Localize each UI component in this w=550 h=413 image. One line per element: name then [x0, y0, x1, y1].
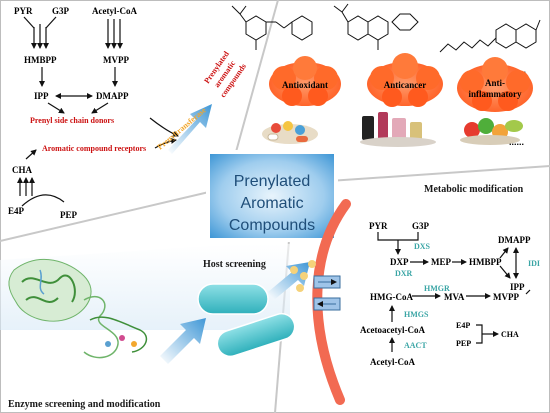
br-cha-label: CHA	[501, 330, 519, 339]
panel-host-enzyme: Host screening Enzyme screening and modi…	[0, 244, 310, 410]
panel-bioactivities: ...... Antioxidant Anticancer Anti- infl…	[231, 3, 541, 147]
tl-acetylcoa-label: Acetyl-CoA	[92, 6, 137, 16]
tl-arrow-receptor-to-enzyme	[154, 137, 177, 149]
br-hmgr-label: HMGR	[424, 284, 450, 293]
br-dxr-label: DXR	[395, 269, 413, 278]
transporter-upper	[313, 275, 341, 289]
cloud-anti-inflammatory-line1: Anti-	[485, 78, 505, 88]
tl-arrow-ipp-donor	[47, 102, 65, 114]
molecule-3-structure	[439, 19, 541, 53]
br-dxs-label: DXS	[414, 242, 431, 251]
tl-e4p-label: E4P	[8, 206, 25, 216]
center-box-fill	[210, 154, 334, 238]
host-screening-label: Host screening	[203, 259, 266, 270]
tl-arrow-pyr	[23, 16, 35, 29]
br-dmapp-label: DMAPP	[498, 235, 531, 245]
enzyme-screening-title: Enzyme screening and modification	[8, 399, 161, 410]
br-hmgs-label: HMGS	[404, 310, 429, 319]
molecule-1-structure	[231, 5, 313, 50]
host-cell-rod-2	[216, 312, 296, 358]
metabolic-title: Metabolic modification	[424, 184, 524, 195]
tl-pyr-label: PYR	[14, 6, 33, 16]
br-arrow-hmbpp-ipp	[499, 265, 511, 279]
center-title-box: Prenylated Aromatic Compounds	[206, 150, 338, 242]
br-hmgcoa-label: HMG-CoA	[370, 292, 413, 302]
tl-prenyl-donors-label: Prenyl side chain donors	[30, 116, 114, 125]
tl-receptors-label: Aromatic compound receptors	[42, 144, 146, 153]
host-to-metabolism-arrow	[268, 262, 310, 300]
br-acetylcoa-label: Acetyl-CoA	[370, 357, 415, 367]
tr-ellipsis-bottom: ......	[509, 137, 524, 147]
cloud-anticancer: Anticancer	[367, 53, 443, 107]
br-pyr-label: PYR	[369, 221, 388, 231]
br-e4p-label: E4P	[456, 321, 470, 330]
tl-arrow-dmapp-donor	[91, 102, 109, 114]
product-dot	[296, 284, 304, 292]
cloud-antioxidant-label: Antioxidant	[282, 80, 328, 90]
panel-metabolic: Metabolic modification PYR G3P DXS DXP D…	[290, 184, 540, 405]
tl-transferase-arrow	[168, 104, 212, 154]
br-arrow-hmbpp-dmapp	[499, 247, 509, 259]
product-photo-cosmetics	[360, 112, 436, 147]
center-title-line1: Prenylated	[234, 173, 311, 190]
br-mvpp-label: MVPP	[493, 292, 519, 302]
br-acetoacetyl-label: Acetoacetyl-CoA	[360, 325, 425, 335]
tl-cha-label: CHA	[12, 165, 33, 175]
product-photo-supplements	[262, 121, 318, 144]
tl-mvpp-label: MVPP	[103, 55, 129, 65]
br-pyr-g3p-join	[377, 232, 419, 241]
br-mva-label: MVA	[444, 292, 465, 302]
tl-arrow-cha-receptor	[25, 149, 37, 160]
tl-arrow-g3p	[45, 16, 57, 29]
br-e4p-pep-join	[476, 324, 483, 344]
host-cell-rod-1	[197, 283, 269, 315]
product-dot	[290, 266, 298, 274]
br-mep-label: MEP	[431, 257, 451, 267]
tl-g3p-label: G3P	[52, 6, 70, 16]
br-g3p-label: G3P	[412, 221, 430, 231]
cloud-anti-inflammatory: Anti- inflammatory	[457, 57, 533, 112]
cloud-antioxidant: Antioxidant	[269, 56, 341, 106]
tl-arrow-donor-to-enzyme	[149, 117, 179, 137]
divider-left	[0, 187, 227, 242]
protein-structure-image	[8, 258, 148, 359]
center-title-line3: Compounds	[229, 217, 315, 234]
cloud-anti-inflammatory-line2: inflammatory	[469, 89, 522, 99]
br-pep-label: PEP	[456, 339, 471, 348]
tl-pep-label: PEP	[60, 210, 78, 220]
product-dot	[308, 260, 316, 268]
tl-ipp-label: IPP	[34, 91, 49, 101]
br-hmbpp-label: HMBPP	[469, 257, 502, 267]
br-aact-label: AACT	[404, 341, 427, 350]
br-idi-label: IDI	[528, 259, 540, 268]
br-dxp-label: DXP	[390, 257, 409, 267]
product-dot	[300, 272, 308, 280]
tl-hmbpp-label: HMBPP	[24, 55, 57, 65]
tl-dmapp-label: DMAPP	[96, 91, 129, 101]
br-arrow-mvpp-ipp	[525, 289, 531, 295]
tl-arc-e4p-pep	[21, 194, 65, 207]
transporter-lower	[313, 297, 341, 311]
br-ipp-label: IPP	[510, 282, 525, 292]
center-title-line2: Aromatic	[240, 195, 303, 212]
cloud-anticancer-label: Anticancer	[384, 80, 427, 90]
product-photo-food	[460, 118, 523, 145]
cell-membrane	[312, 199, 351, 405]
enzyme-to-host-arrow	[160, 318, 206, 364]
molecule-2-structure	[333, 3, 419, 50]
